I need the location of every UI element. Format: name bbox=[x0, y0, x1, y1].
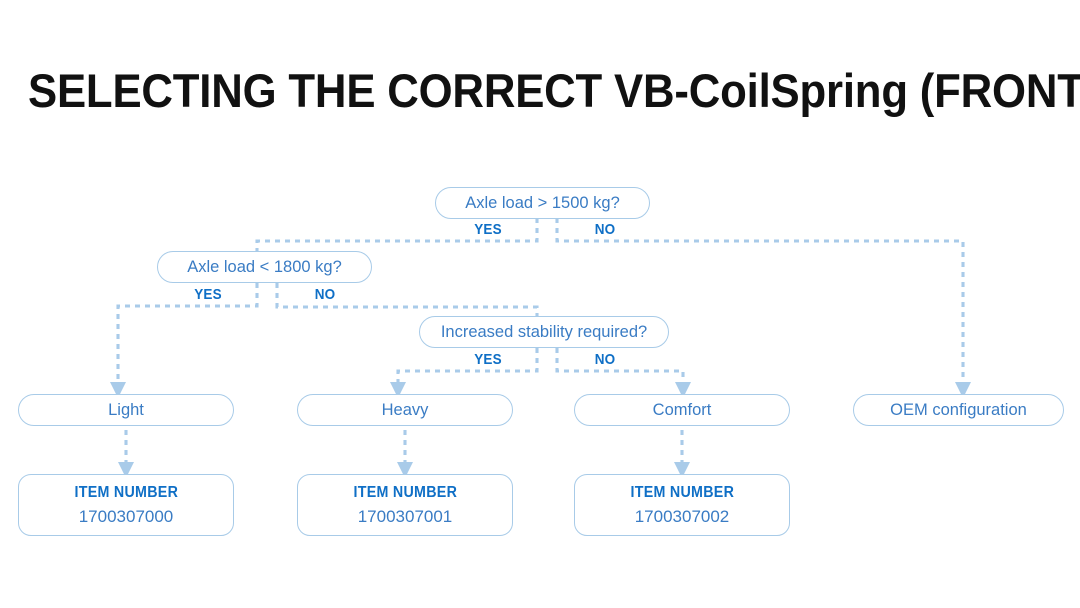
page-title: SELECTING THE CORRECT VB-CoilSpring (FRO… bbox=[28, 64, 1080, 117]
branch-label-d1-no: NO bbox=[594, 221, 616, 238]
item-number-caption: ITEM NUMBER bbox=[74, 484, 178, 502]
edge-d3-no-to-comfort bbox=[555, 348, 692, 399]
result-node-comfort[interactable]: Comfort bbox=[574, 394, 790, 426]
item-number-caption: ITEM NUMBER bbox=[630, 484, 734, 502]
branch-label-d1-yes: YES bbox=[474, 221, 502, 238]
edge-d1-yes-to-d2 bbox=[255, 218, 539, 254]
branch-label-d3-yes: YES bbox=[474, 351, 502, 368]
decision-increased-stability[interactable]: Increased stability required? bbox=[419, 316, 669, 348]
item-number-box-heavy[interactable]: ITEM NUMBER 1700307001 bbox=[297, 474, 513, 536]
edge-d2-no-to-d3 bbox=[275, 283, 539, 319]
branch-label-d2-yes: YES bbox=[194, 286, 222, 303]
item-number-value: 1700307002 bbox=[634, 506, 730, 526]
decision-axle-load-1800[interactable]: Axle load < 1800 kg? bbox=[157, 251, 372, 283]
branch-label-d3-no: NO bbox=[594, 351, 616, 368]
edge-d3-yes-to-heavy bbox=[389, 348, 539, 399]
item-number-caption: ITEM NUMBER bbox=[353, 484, 457, 502]
edge-d1-no-to-oem bbox=[555, 218, 972, 399]
decision-axle-load-1500[interactable]: Axle load > 1500 kg? bbox=[435, 187, 650, 219]
item-number-value: 1700307000 bbox=[78, 506, 174, 526]
result-node-oem-configuration[interactable]: OEM configuration bbox=[853, 394, 1064, 426]
branch-label-d2-no: NO bbox=[314, 286, 336, 303]
result-node-light[interactable]: Light bbox=[18, 394, 234, 426]
edge-d2-yes-to-light bbox=[109, 283, 259, 399]
item-number-box-comfort[interactable]: ITEM NUMBER 1700307002 bbox=[574, 474, 790, 536]
item-number-box-light[interactable]: ITEM NUMBER 1700307000 bbox=[18, 474, 234, 536]
result-node-heavy[interactable]: Heavy bbox=[297, 394, 513, 426]
item-number-value: 1700307001 bbox=[357, 506, 453, 526]
